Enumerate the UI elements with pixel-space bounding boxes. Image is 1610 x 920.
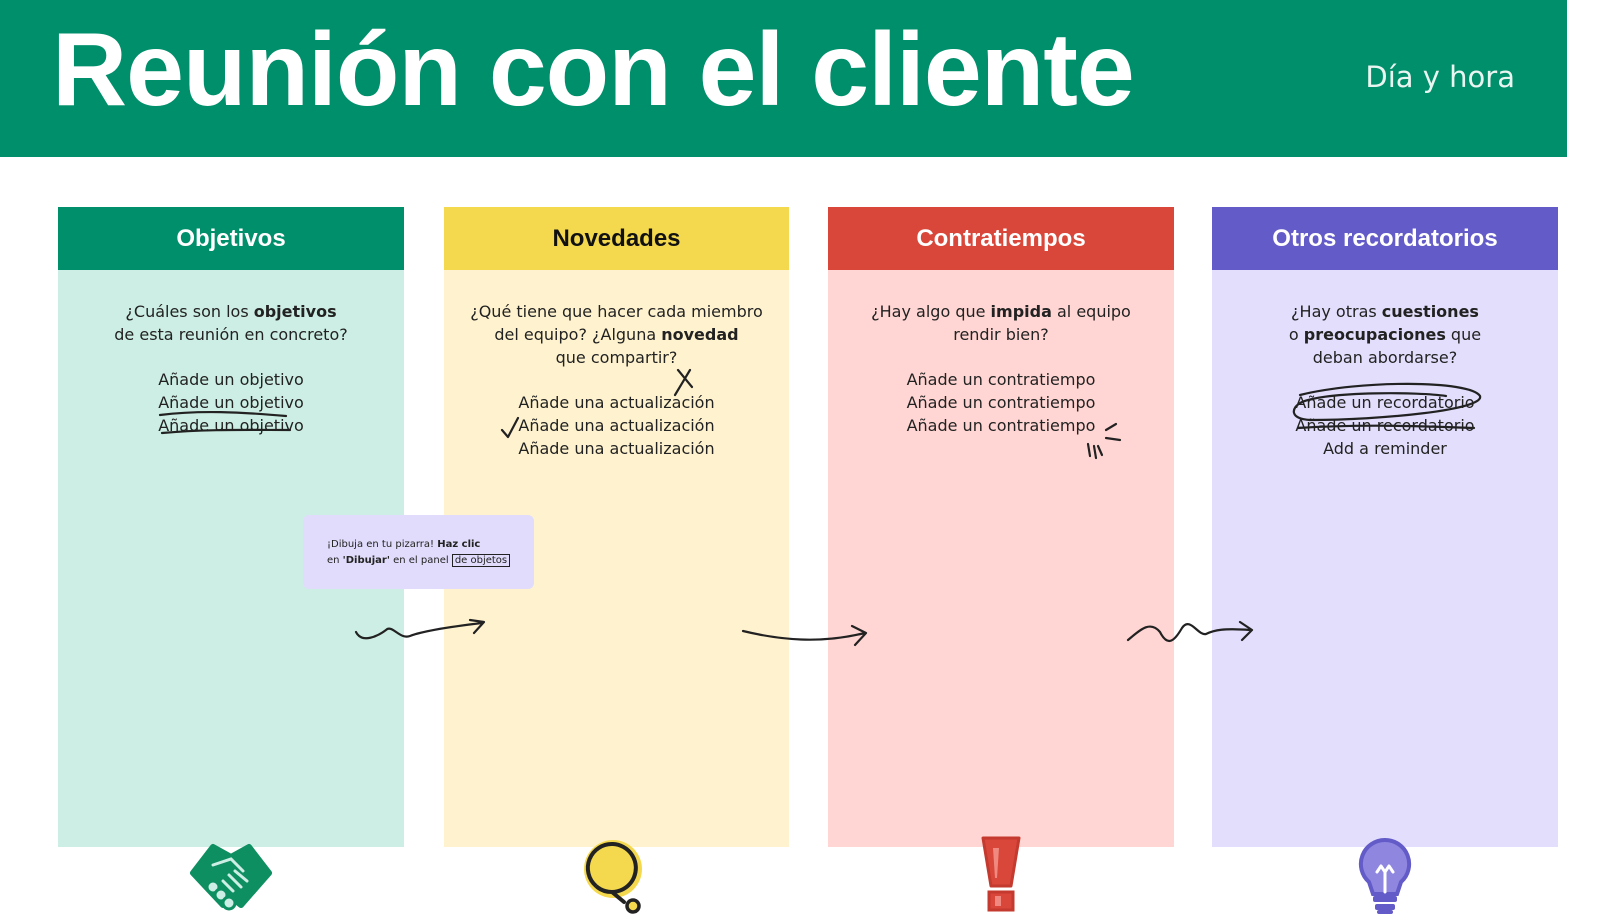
list-item[interactable]: Añade un objetivo [158,416,304,435]
column-body[interactable]: ¿Hay algo que impida al equipo rendir bi… [828,270,1174,912]
tip-text: en el panel [389,555,452,566]
header-banner: Reunión con el cliente Día y hora [0,0,1567,157]
question-bold: preocupaciones [1303,325,1446,344]
column-question: ¿Cuáles son los objetivos de esta reunió… [58,270,404,346]
column-title: Contratiempos [916,224,1086,252]
tip-note[interactable]: ¡Dibuja en tu pizarra! Haz clic en 'Dibu… [303,515,534,589]
lightbulb-icon [1355,836,1415,920]
question-text: ¿Hay otras [1291,302,1382,321]
list-item[interactable]: Añade un contratiempo [906,370,1096,389]
column-header[interactable]: Otros recordatorios [1212,207,1558,270]
question-bold: novedad [661,325,739,344]
question-text: ¿Hay algo que [871,302,991,321]
column-title: Otros recordatorios [1272,224,1498,252]
item-list: Añade un recordatorio Añade un recordato… [1212,391,1558,460]
date-time-label[interactable]: Día y hora [1365,60,1515,94]
column-title: Novedades [552,224,681,252]
tip-text: ¡Dibuja en tu pizarra! [327,539,438,550]
list-item[interactable]: Add a reminder [1323,439,1447,458]
column-question: ¿Hay algo que impida al equipo rendir bi… [828,270,1174,346]
list-item[interactable]: Añade un recordatorio [1295,416,1475,435]
column-question: ¿Qué tiene que hacer cada miembro del eq… [444,270,789,369]
list-item[interactable]: Añade un objetivo [158,370,304,389]
question-text: ¿Cuáles son los [125,302,254,321]
handshake-icon [183,835,279,919]
question-text: al equipo [1051,302,1131,321]
tip-text: en [327,555,343,566]
question-text: que [1445,325,1482,344]
list-item[interactable]: Añade un contratiempo [906,416,1096,435]
question-text: deban abordarse? [1312,348,1458,367]
list-item[interactable]: Añade una actualización [518,439,715,458]
column-header[interactable]: Contratiempos [828,207,1174,270]
question-text: de esta reunión en concreto? [114,325,348,344]
list-item[interactable]: Añade una actualización [518,393,715,412]
question-bold: cuestiones [1381,302,1479,321]
page-title: Reunión con el cliente [52,12,1135,128]
list-item[interactable]: Añade un objetivo [158,393,304,412]
thought-bubble-icon [582,836,652,920]
tip-bold: Haz clic [437,539,481,550]
question-text: o [1288,325,1304,344]
item-list: Añade un objetivo Añade un objetivo Añad… [58,368,404,437]
column-title: Objetivos [176,224,286,252]
column-header[interactable]: Objetivos [58,207,404,270]
exclamation-icon [979,834,1023,918]
column-header[interactable]: Novedades [444,207,789,270]
question-text: que compartir? [555,348,678,367]
list-item[interactable]: Añade una actualización [518,416,715,435]
question-text: ¿Qué tiene que hacer cada miembro [470,302,763,321]
column-body[interactable]: ¿Hay otras cuestiones o preocupaciones q… [1212,270,1558,914]
item-list: Añade una actualización Añade una actual… [444,391,789,460]
tip-boxed-text: de objetos [451,554,511,567]
item-list: Añade un contratiempo Añade un contratie… [828,368,1174,437]
column-otros-recordatorios: Otros recordatorios ¿Hay otras cuestione… [1212,207,1558,914]
tip-bold: 'Dibujar' [342,555,390,566]
list-item[interactable]: Añade un recordatorio [1295,393,1475,412]
question-text: rendir bien? [953,325,1049,344]
column-question: ¿Hay otras cuestiones o preocupaciones q… [1212,270,1558,369]
question-bold: impida [990,302,1052,321]
question-text: del equipo? ¿Alguna [494,325,662,344]
list-item[interactable]: Añade un contratiempo [906,393,1096,412]
question-bold: objetivos [253,302,337,321]
column-contratiempos: Contratiempos ¿Hay algo que impida al eq… [828,207,1174,912]
